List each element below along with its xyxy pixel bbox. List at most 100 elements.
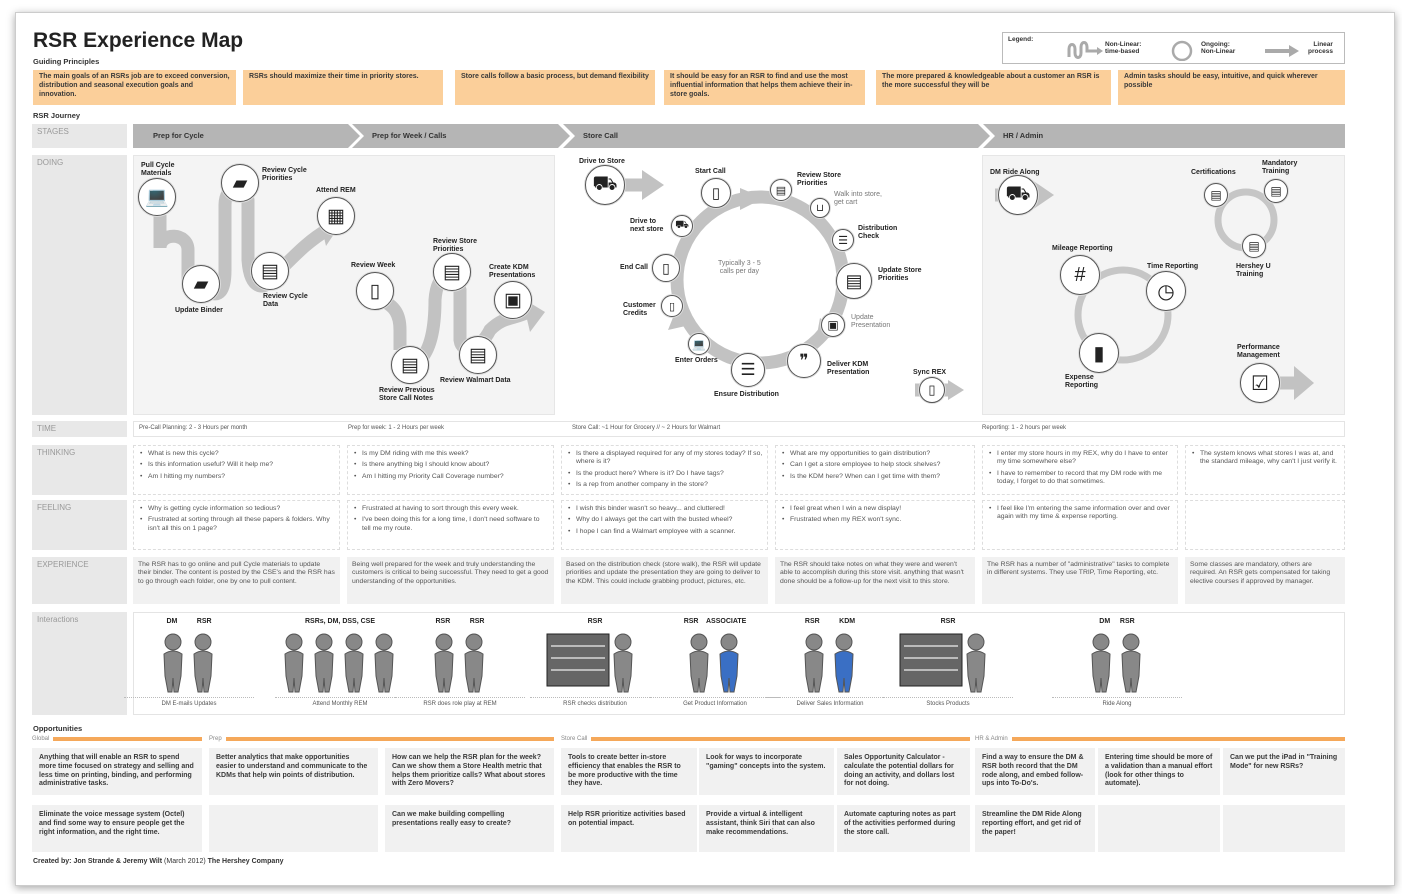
time-prep-week: Prep for week: 1 - 2 Hours per week [348,425,445,431]
opportunity-category: HR & Admin [975,735,1345,743]
squiggle-icon [1067,41,1097,59]
stage-hr-admin: HR / Admin [983,124,1345,148]
feeling-item: I feel like I'm entering the same inform… [987,505,1173,522]
doing-step-label: Drive to next store [630,218,664,234]
thinking-item: What is new this cycle? [138,450,335,459]
person-figure [374,633,394,693]
thinking-list: Is there a displayed required for any of… [566,450,763,490]
phone-icon: ▯ [711,185,721,202]
thinking-item: Can I get a store employee to help stock… [780,461,970,470]
laptop-icon: 💻 [145,187,169,208]
thinking-list: The system knows what stores I was at, a… [1190,450,1340,467]
opportunity-card: Automate capturing notes as part of the … [837,805,970,852]
doing-step-label: Ensure Distribution [714,391,779,398]
doing-step-label: Attend REM [316,187,356,194]
interaction-roles: DM RSR [166,618,212,625]
presentation-icon: ▣ [504,289,522,311]
opportunity-card: Look for ways to incorporate "gaming" co… [699,748,834,795]
document-icon: ▤ [469,344,487,366]
legend-label: Legend: [1008,36,1034,43]
car-node: ⛟ [998,175,1038,215]
legend-linear: Linear process [1308,41,1333,56]
document-icon: ▤ [1248,239,1260,253]
row-label-thinking: THINKING [32,445,127,495]
journey-label: RSR Journey [33,111,81,120]
person-figure [163,633,183,693]
thinking-list: I enter my store hours in my REX, why do… [987,450,1173,487]
guiding-principle-card: The more prepared & knowledgeable about … [876,70,1111,105]
row-label-feeling: FEELING [32,500,127,550]
row-label-doing: DOING [32,155,127,415]
feeling-cell: Why is getting cycle information so tedi… [133,500,340,550]
doing-step-label: Mandatory Training [1262,160,1298,176]
checklist-node: ☑ [1240,363,1280,403]
binder-node: ▰ [182,265,220,303]
opportunity-category-bar [591,737,970,741]
person-figure [966,633,986,693]
interaction-illustration [899,633,986,693]
doing-step-label: Hershey U Training [1236,263,1271,279]
person-figure [344,633,364,693]
opportunity-card: Help RSR prioritize activities based on … [561,805,697,852]
interaction-roles: RSR ASSOCIATE [683,618,747,625]
opportunity-category-bar [1011,737,1345,741]
experience-cell: The RSR has to go online and pull Cycle … [133,557,340,604]
car-icon: ⛟ [592,172,618,195]
opportunity-card: How can we help the RSR plan for the wee… [385,748,554,795]
feeling-list: I wish this binder wasn't so heavy... an… [566,505,763,537]
presentation-node: ▣ [494,281,532,319]
feeling-cell [1185,500,1345,550]
doing-step-label: Enter Orders [675,357,718,364]
checklist-icon: ☑ [1251,372,1269,395]
thinking-item: Is a rep from another company in the sto… [566,481,763,490]
phone-icon: ▯ [668,300,676,313]
experience-cell: The RSR has a number of "administrative"… [982,557,1178,604]
document-node: ▤ [433,253,471,291]
doing-step-label: End Call [620,264,649,271]
shelf-icon: ☰ [838,234,848,247]
doing-step-label: DM Ride Along [990,169,1040,176]
interaction-caption: Stocks Products [883,697,1013,707]
time-bar [133,421,1345,437]
credit-company: The Hershey Company [207,858,284,865]
stage-store-call: Store Call [563,124,990,148]
doing-step-label: Review Previous Store Call Notes [379,387,435,403]
feeling-item: Frustrated at sorting through all these … [138,516,335,533]
feeling-item: Frustrated when my REX won't sync. [780,516,970,525]
experience-cell: Some classes are mandatory, others are r… [1185,557,1345,604]
interaction-roles: RSR RSR [435,618,485,625]
opportunity-category: Global [32,735,202,743]
cart-icon: ⊔ [816,202,824,214]
row-label-stages: STAGES [32,124,127,148]
opportunity-category-bar [225,737,554,741]
thinking-item: Is this information useful? Will it help… [138,461,335,470]
doing-step-label: Pull Cycle Materials [141,162,175,178]
interaction-illustration [284,633,394,693]
phone-node: ▯ [919,377,945,403]
thinking-list: Is my DM riding with me this week?Is the… [352,450,549,482]
document-node: ▤ [1204,183,1228,207]
doing-step-label: Review Cycle Data [263,293,308,309]
row-label-experience: EXPERIENCE [32,557,127,604]
thinking-cell: I enter my store hours in my REX, why do… [982,445,1178,495]
car-icon: ⛟ [1005,182,1031,205]
shelf-icon [899,633,963,687]
doing-step-label: Mileage Reporting [1052,245,1113,252]
opportunity-category-label: Prep [209,736,222,742]
doing-step-label: Walk into store, get cart [834,191,882,207]
person-figure [193,633,213,693]
interaction-illustration [1091,633,1141,693]
binder-node: ▰ [221,164,259,202]
person-figure [613,633,633,693]
binder-icon: ▰ [232,172,248,194]
interaction-caption: RSR does role play at REM [395,697,525,707]
doing-step-label: Sync REX [913,369,947,376]
person-figure [834,633,854,693]
document-icon: ▤ [401,354,419,376]
opportunity-category-label: Global [32,736,50,742]
document-icon: ▤ [1210,188,1222,202]
person-figure [1121,633,1141,693]
phone-node: ▯ [652,254,680,282]
credit-authors: Created by: Jon Strande & Jeremy Wilt [33,858,163,865]
opportunity-card [209,805,378,852]
